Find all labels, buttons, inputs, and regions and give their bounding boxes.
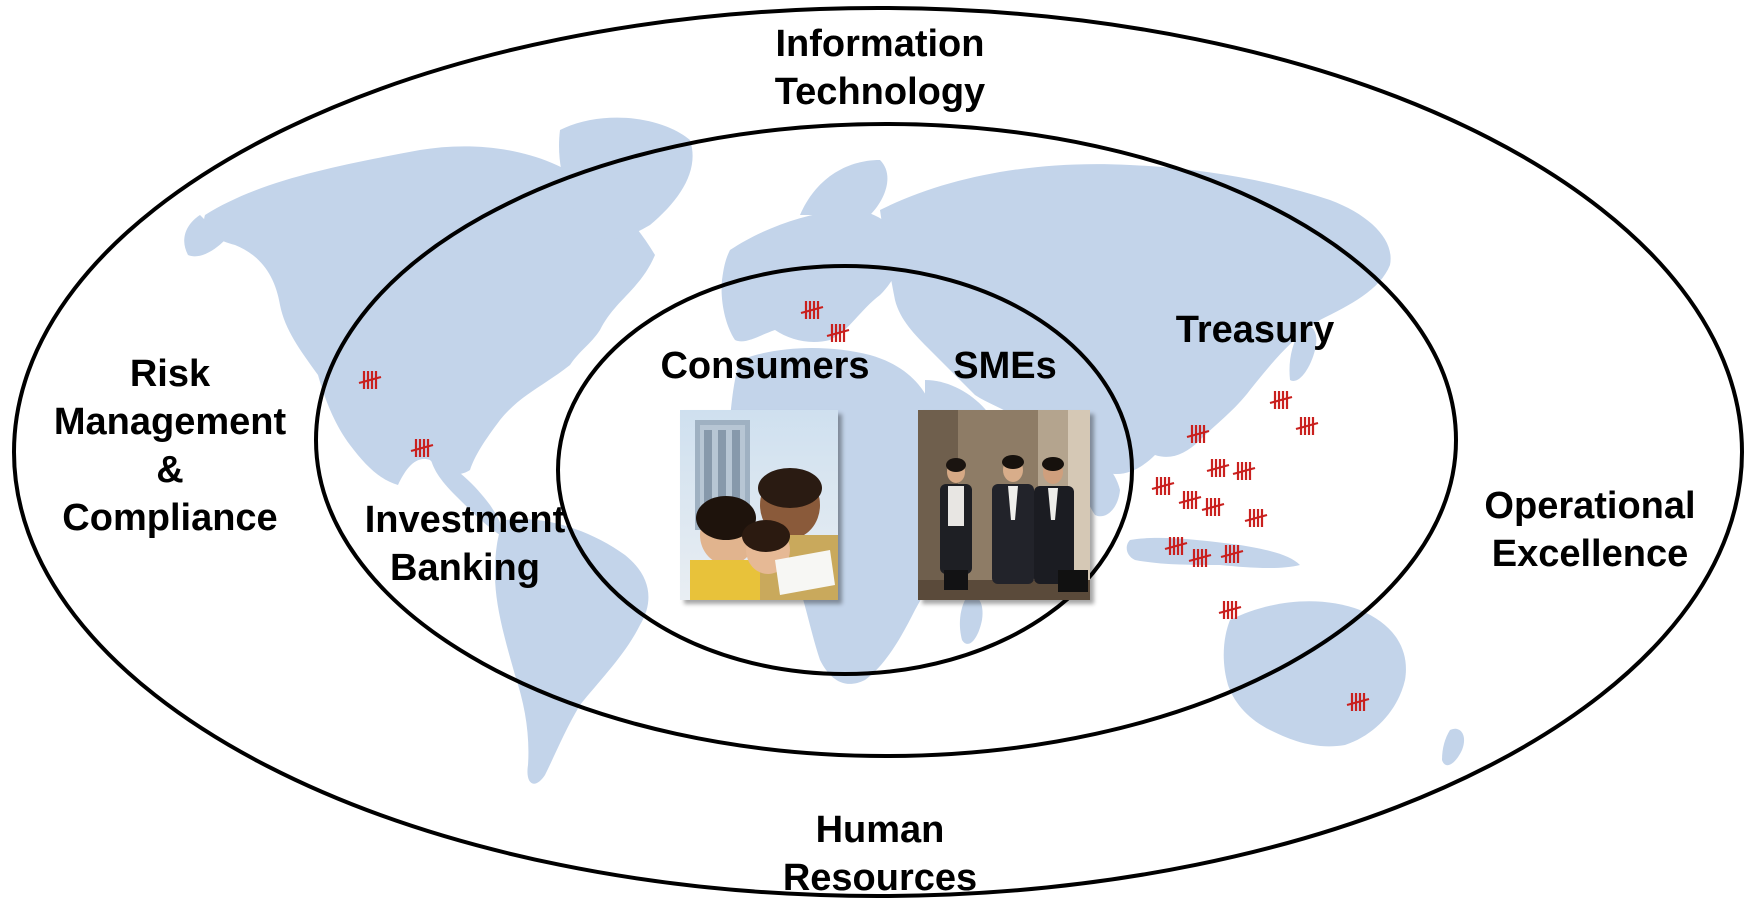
banking-text: Banking bbox=[390, 547, 540, 589]
location-marker bbox=[1186, 425, 1210, 443]
smes-label: SMEs bbox=[930, 342, 1080, 390]
location-marker bbox=[1244, 509, 1268, 527]
madagascar-landmass bbox=[959, 596, 983, 644]
location-marker bbox=[1206, 459, 1230, 477]
japan-landmass bbox=[1289, 326, 1317, 381]
indonesia-landmass bbox=[1126, 537, 1300, 569]
consumers-photo bbox=[680, 410, 838, 600]
investment-banking-label: Investment Banking bbox=[335, 496, 595, 592]
consumers-text: Consumers bbox=[660, 345, 870, 387]
location-marker bbox=[826, 324, 850, 342]
location-marker bbox=[1151, 477, 1175, 495]
alaska-landmass bbox=[184, 215, 225, 257]
location-marker bbox=[1164, 537, 1188, 555]
location-marker bbox=[1218, 601, 1242, 619]
north-america-landmass bbox=[204, 146, 655, 485]
smes-text: SMEs bbox=[953, 345, 1057, 387]
business-people-photo bbox=[918, 410, 1090, 600]
treasury-label: Treasury bbox=[1150, 306, 1360, 354]
scandinavia-landmass bbox=[800, 160, 888, 215]
location-marker bbox=[1188, 549, 1212, 567]
central-america-landmass bbox=[430, 455, 502, 535]
consumers-label: Consumers bbox=[645, 342, 885, 390]
compliance-text: Compliance bbox=[62, 497, 278, 539]
location-marker bbox=[358, 371, 382, 389]
outer-ring bbox=[12, 6, 1744, 898]
location-marker bbox=[1232, 462, 1256, 480]
management-text: Management bbox=[53, 401, 287, 443]
excellence-text: Excellence bbox=[1491, 533, 1689, 575]
australia-landmass bbox=[1223, 601, 1406, 747]
location-markers bbox=[358, 301, 1370, 711]
investment-text: Investment bbox=[364, 499, 566, 541]
risk-management-compliance-label: Risk Management & Compliance bbox=[20, 350, 320, 542]
location-marker bbox=[1269, 391, 1293, 409]
asia-landmass bbox=[880, 164, 1391, 475]
location-marker bbox=[410, 439, 434, 457]
resources-text: Resources bbox=[782, 857, 978, 899]
human-text: Human bbox=[815, 809, 945, 851]
operational-excellence-label: Operational Excellence bbox=[1440, 482, 1740, 578]
treasury-text: Treasury bbox=[1175, 309, 1335, 351]
location-marker bbox=[1220, 545, 1244, 563]
information-text: Information bbox=[775, 23, 985, 65]
technology-text: Technology bbox=[774, 71, 986, 113]
location-marker bbox=[1178, 491, 1202, 509]
middle-ring bbox=[314, 122, 1458, 758]
family-reading-photo bbox=[680, 410, 838, 600]
greenland-landmass bbox=[559, 117, 693, 240]
information-technology-label: Information Technology bbox=[720, 20, 1040, 116]
location-marker bbox=[1295, 417, 1319, 435]
inner-ring bbox=[556, 264, 1134, 676]
location-marker bbox=[1346, 693, 1370, 711]
europe-landmass bbox=[721, 209, 902, 342]
risk-text: Risk bbox=[129, 353, 211, 395]
ampersand-text: & bbox=[156, 449, 184, 491]
location-marker bbox=[1201, 498, 1225, 516]
operational-text: Operational bbox=[1484, 485, 1696, 527]
rings bbox=[12, 6, 1744, 898]
smes-photo bbox=[918, 410, 1090, 600]
location-marker bbox=[800, 301, 824, 319]
human-resources-label: Human Resources bbox=[730, 806, 1030, 902]
new-zealand-landmass bbox=[1442, 728, 1465, 766]
